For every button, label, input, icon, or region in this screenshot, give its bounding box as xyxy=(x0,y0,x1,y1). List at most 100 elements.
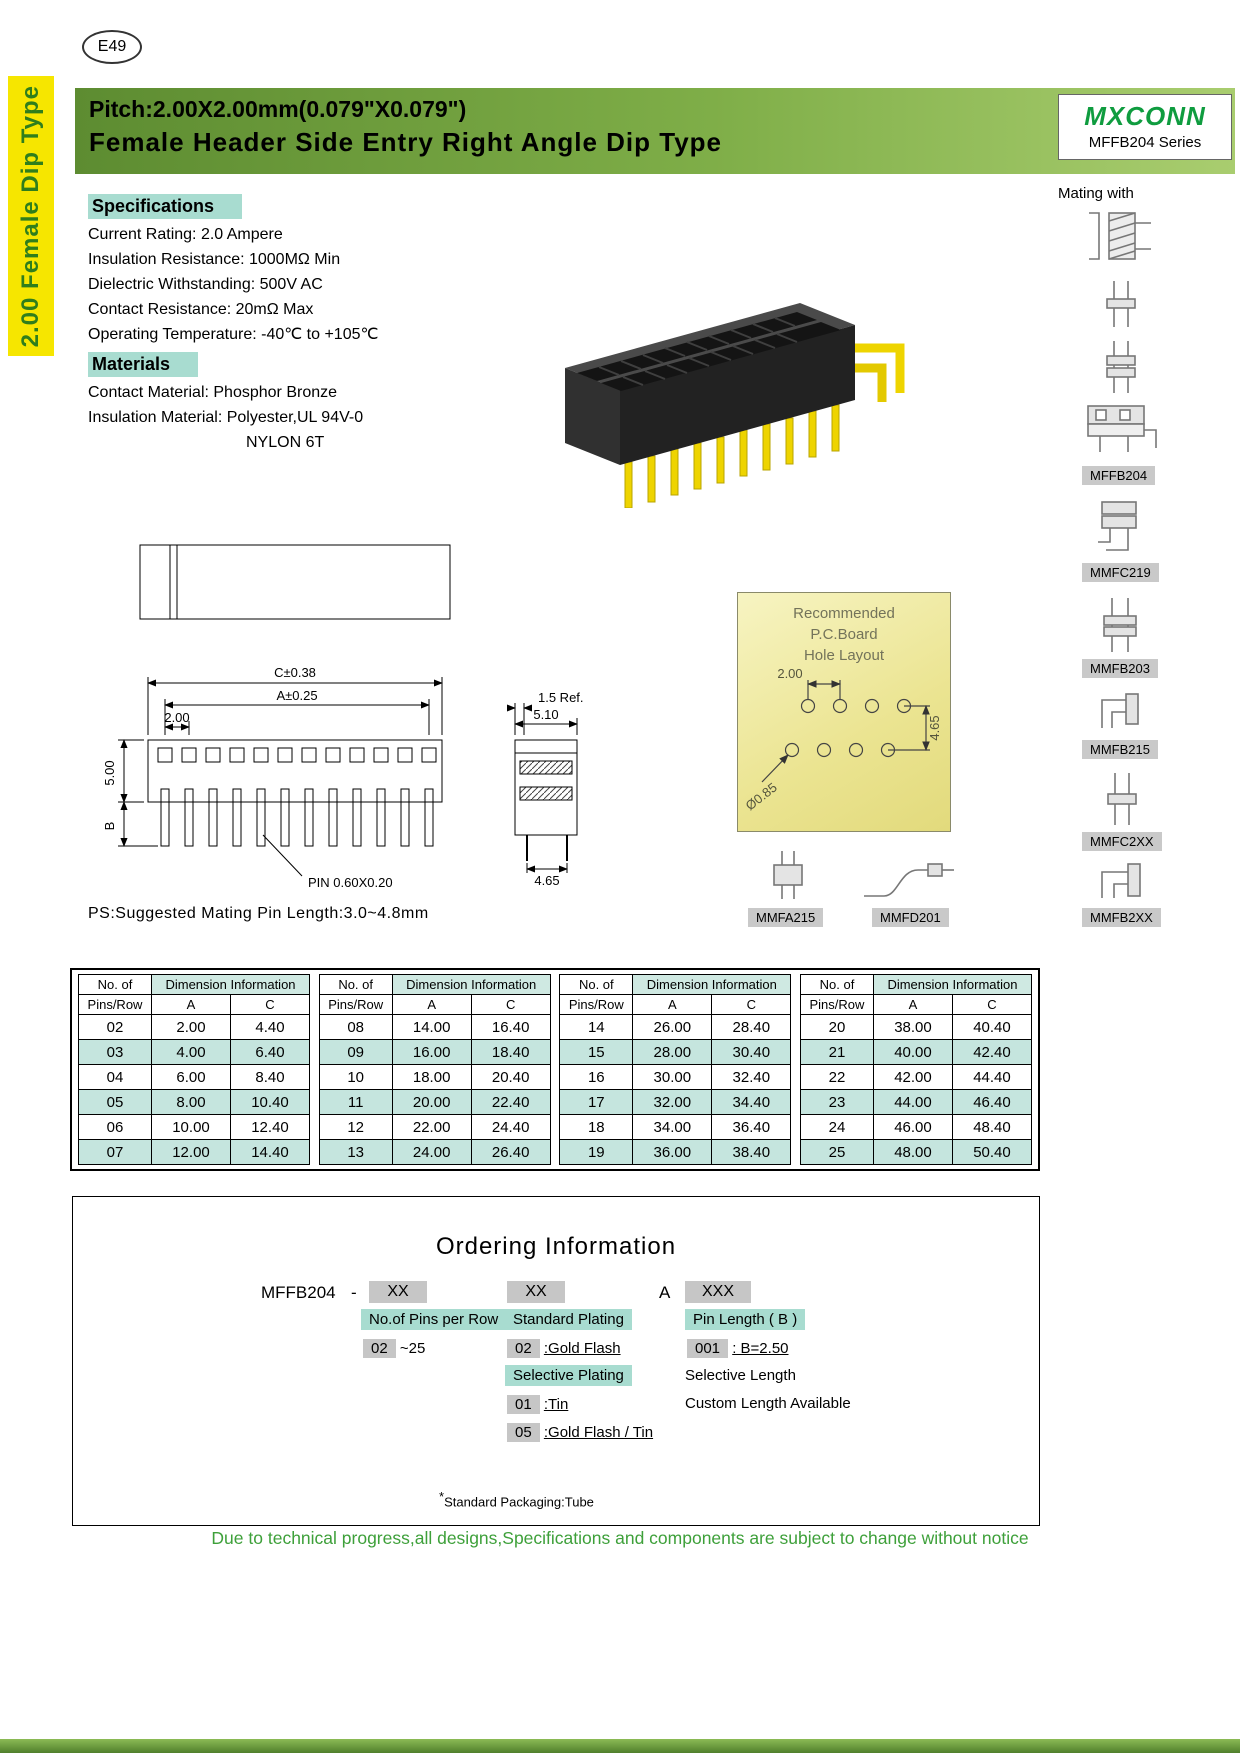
col-header-a: A xyxy=(873,995,953,1015)
dimension-table: No. of Dimension Information Pins/Row A … xyxy=(70,968,1040,1171)
col-header-dimension: Dimension Information xyxy=(152,975,310,995)
table-cell: 10 xyxy=(319,1065,393,1090)
header-band: Pitch:2.00X2.00mm(0.079"X0.079") Female … xyxy=(75,88,1235,174)
mating-header-tall-icon xyxy=(1106,341,1136,393)
ordering-pins-value: 02 ~25 xyxy=(363,1339,425,1358)
spec-line: Insulation Resistance: 1000MΩ Min xyxy=(88,251,341,268)
dim-label-pin: PIN 0.60X0.20 xyxy=(308,875,393,890)
col-header-dimension: Dimension Information xyxy=(633,975,792,995)
table-cell: 36.40 xyxy=(712,1115,792,1140)
mating-socket-icon xyxy=(1089,212,1151,260)
ordering-std-plating-heading: Standard Plating xyxy=(505,1309,632,1330)
col-header-c: C xyxy=(471,995,551,1015)
materials-section: Materials xyxy=(88,352,199,377)
table-cell: 25 xyxy=(800,1140,874,1165)
technical-drawing: C±0.38 A±0.25 2.00 5.00 B PIN 0.60X0.20 … xyxy=(102,544,584,890)
ordering-fixed-a: A xyxy=(659,1283,671,1302)
table-cell: 15 xyxy=(560,1040,634,1065)
mating-item-label: MMFC219 xyxy=(1082,563,1159,582)
table-cell: 23 xyxy=(800,1090,874,1115)
side-tab: 2.00 Female Dip Type xyxy=(8,76,54,356)
bottom-bar xyxy=(0,1739,1240,1753)
material-line: Insulation Material: Polyester,UL 94V-0 xyxy=(88,409,364,426)
hole-layout-title: Recommended xyxy=(793,605,895,622)
ordering-sel-length-note: Custom Length Available xyxy=(685,1395,851,1412)
table-cell: 16.40 xyxy=(471,1015,551,1040)
table-cell: 26.40 xyxy=(471,1140,551,1165)
mating-mmfc2xx-icon xyxy=(1107,773,1137,825)
table-cell: 34.40 xyxy=(712,1090,792,1115)
table-cell: 30.40 xyxy=(712,1040,792,1065)
table-cell: 28.00 xyxy=(633,1040,713,1065)
table-cell: 10.40 xyxy=(231,1090,310,1115)
table-cell: 8.00 xyxy=(152,1090,231,1115)
table-cell: 14 xyxy=(560,1015,634,1040)
table-cell: 12.40 xyxy=(231,1115,310,1140)
ordering-pin-length-heading: Pin Length ( B ) xyxy=(685,1309,806,1330)
packaging-note: *Standard Packaging:Tube xyxy=(439,1489,594,1510)
spec-line: Dielectric Withstanding: 500V AC xyxy=(88,276,323,293)
table-cell: 42.40 xyxy=(952,1040,1032,1065)
hole-layout-title: P.C.Board xyxy=(810,626,878,643)
col-header-a: A xyxy=(633,995,713,1015)
series-name: MFFB204 Series xyxy=(1088,134,1202,151)
table-cell: 22.00 xyxy=(392,1115,472,1140)
dim-label-510: 5.10 xyxy=(533,707,558,722)
table-cell: 18.00 xyxy=(392,1065,472,1090)
ordering-dash: - xyxy=(351,1283,357,1302)
ordering-pin-length-option: 001 : B=2.50 xyxy=(687,1339,789,1358)
dimension-table-group: No. of Dimension Information Pins/Row A … xyxy=(559,974,792,1165)
table-cell: 02 xyxy=(79,1015,152,1040)
table-cell: 13 xyxy=(319,1140,393,1165)
mating-item-label: MMFB203 xyxy=(1082,659,1158,678)
mating-header-icon xyxy=(1106,281,1136,327)
specifications-list: Current Rating: 2.0 Ampere Insulation Re… xyxy=(88,222,378,347)
table-cell: 20.00 xyxy=(392,1090,472,1115)
spec-line: Operating Temperature: -40℃ to +105℃ xyxy=(88,326,379,343)
table-cell: 20 xyxy=(800,1015,874,1040)
table-cell: 44.40 xyxy=(952,1065,1032,1090)
table-cell: 2.00 xyxy=(152,1015,231,1040)
side-tab-label: 2.00 Female Dip Type xyxy=(17,84,44,348)
table-cell: 03 xyxy=(79,1040,152,1065)
table-cell: 22.40 xyxy=(471,1090,551,1115)
ordering-sel-plating-heading: Selective Plating xyxy=(505,1365,632,1386)
hole-layout-box: Recommended P.C.Board Hole Layout xyxy=(737,592,951,832)
spec-line: Contact Resistance: 20mΩ Max xyxy=(88,301,314,318)
ordering-part-prefix: MFFB204 xyxy=(261,1283,336,1302)
mating-mmfc219-icon xyxy=(1098,501,1137,551)
table-cell: 48.00 xyxy=(873,1140,953,1165)
brand-logo: MXCONN xyxy=(1084,101,1206,131)
col-header-no-of: No. of xyxy=(79,975,152,995)
table-cell: 16.00 xyxy=(392,1040,472,1065)
materials-heading: Materials xyxy=(88,352,199,377)
table-cell: 18.40 xyxy=(471,1040,551,1065)
table-cell: 19 xyxy=(560,1140,634,1165)
dim-label-b: B xyxy=(102,822,117,831)
col-header-pins-row: Pins/Row xyxy=(800,995,874,1015)
table-cell: 26.00 xyxy=(633,1015,713,1040)
ordering-sel-plating-option1: 01 :Tin xyxy=(507,1395,568,1414)
col-header-c: C xyxy=(952,995,1032,1015)
table-cell: 20.40 xyxy=(471,1065,551,1090)
dim-label-465: 4.65 xyxy=(534,873,559,888)
ordering-std-plating-option: 02 :Gold Flash xyxy=(507,1339,621,1358)
table-cell: 16 xyxy=(560,1065,634,1090)
col-header-dimension: Dimension Information xyxy=(392,975,551,995)
table-cell: 42.00 xyxy=(873,1065,953,1090)
table-cell: 12.00 xyxy=(152,1140,231,1165)
table-cell: 21 xyxy=(800,1040,874,1065)
table-cell: 06 xyxy=(79,1115,152,1140)
material-line: NYLON 6T xyxy=(246,434,325,451)
dimension-table-group: No. of Dimension Information Pins/Row A … xyxy=(78,974,310,1165)
table-cell: 04 xyxy=(79,1065,152,1090)
footer-disclaimer: Due to technical progress,all designs,Sp… xyxy=(211,1528,1029,1548)
brand-box: MXCONN MFFB204 Series xyxy=(1058,94,1232,160)
